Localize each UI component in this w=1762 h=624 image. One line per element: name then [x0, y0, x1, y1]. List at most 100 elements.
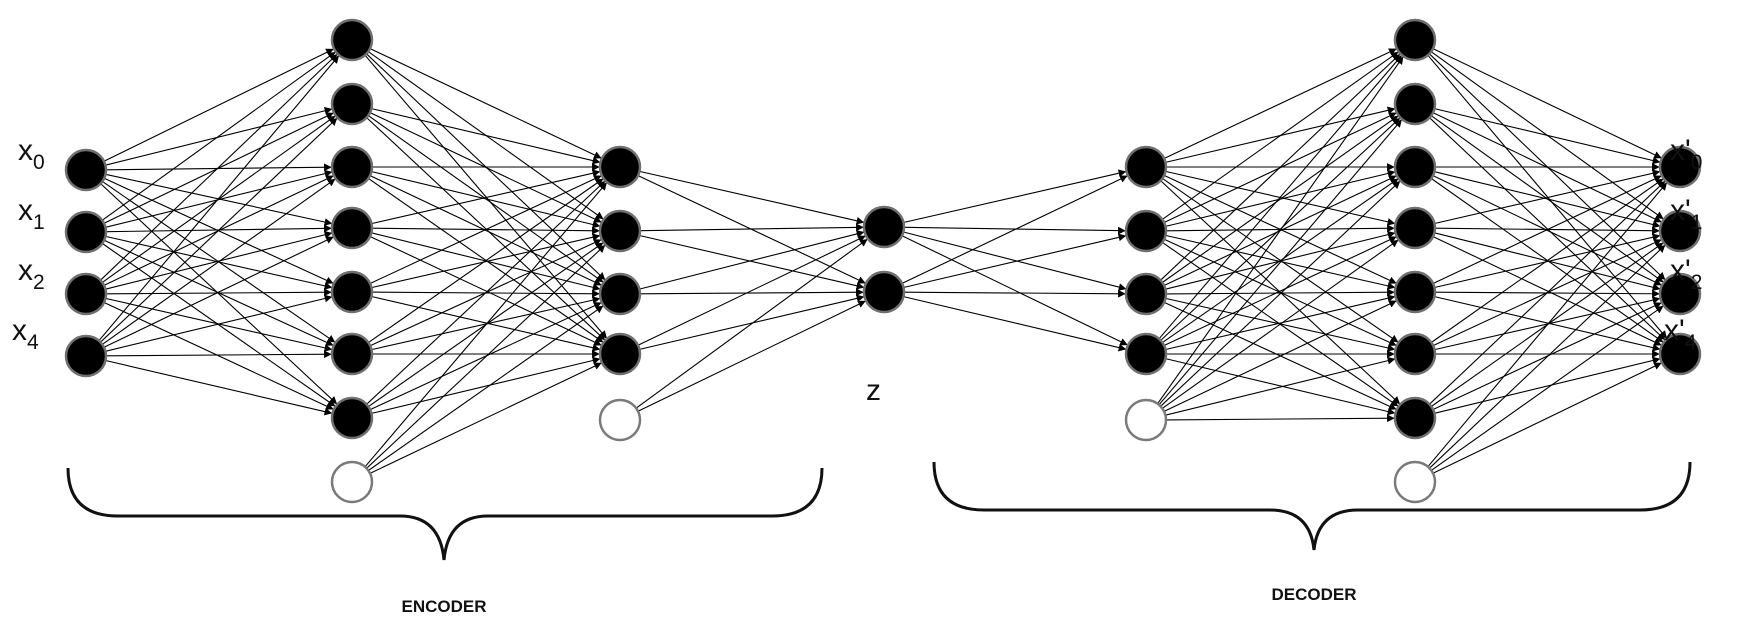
edge-latent-to-decoder-hidden-1: [903, 289, 1126, 298]
bias-neuron-decoder-hidden-1: [1124, 398, 1168, 442]
edge-input-to-encoder-hidden-1: [105, 350, 332, 359]
bias-neuron-decoder-hidden-2: [1393, 460, 1437, 504]
edge-encoder-hidden-1-to-encoder-hidden-2: [371, 169, 601, 225]
encoder-label: ENCODER: [401, 597, 486, 616]
edge-input-to-encoder-hidden-1: [103, 302, 334, 410]
input-label-x0: x0: [18, 134, 45, 174]
neuron-input-0: [64, 148, 108, 192]
neurons: [64, 18, 1702, 504]
neuron-latent-0: [862, 205, 906, 249]
edge-decoder-hidden-2-to-output: [1429, 180, 1666, 405]
neuron-decoder-hidden-2-5: [1393, 332, 1437, 376]
edge-latent-to-decoder-hidden-1: [903, 169, 1127, 224]
edge-latent-to-decoder-hidden-1: [901, 235, 1128, 346]
neuron-output-3: [1658, 332, 1702, 376]
neuron-encoder-hidden-1-5: [330, 332, 374, 376]
neuron-decoder-hidden-2-3: [1393, 206, 1437, 250]
edge-decoder-hidden-2-to-output: [1430, 178, 1664, 343]
edge-input-to-encoder-hidden-1: [105, 288, 332, 297]
neuron-encoder-hidden-1-0: [330, 18, 374, 62]
edge-decoder-hidden-2-to-output: [1432, 362, 1662, 474]
edge-encoder-hidden-1-to-encoder-hidden-2: [371, 295, 601, 352]
edge-input-to-encoder-hidden-1: [105, 359, 333, 416]
edge-encoder-hidden-1-to-encoder-hidden-2: [371, 171, 601, 229]
neuron-output-1: [1658, 209, 1702, 253]
edge-decoder-hidden-1-to-decoder-hidden-2: [1160, 53, 1401, 281]
edge-decoder-hidden-2-to-output: [1432, 48, 1662, 159]
edge-latent-to-decoder-hidden-1: [903, 233, 1127, 289]
edge-decoder-hidden-1-to-decoder-hidden-2: [1161, 51, 1399, 220]
neuron-encoder-hidden-1-6: [330, 396, 374, 440]
edge-decoder-hidden-2-to-output: [1427, 54, 1667, 339]
edge-encoder-hidden-1-to-encoder-hidden-2: [371, 233, 601, 289]
edge-input-to-encoder-hidden-1: [98, 55, 339, 342]
input-label-x1: x1: [18, 194, 45, 234]
edge-decoder-hidden-1-to-decoder-hidden-2: [1165, 414, 1395, 423]
encoder-brace: [66, 467, 824, 561]
edge-decoder-hidden-2-to-output: [1432, 236, 1662, 346]
edge-encoder-hidden-1-to-encoder-hidden-2: [366, 180, 606, 405]
neuron-encoder-hidden-1-3: [330, 206, 374, 250]
neuron-decoder-hidden-1-0: [1124, 145, 1168, 189]
edge-decoder-hidden-2-to-output: [1432, 175, 1662, 284]
neuron-decoder-hidden-2-6: [1393, 396, 1437, 440]
neuron-latent-1: [862, 270, 906, 314]
edge-decoder-hidden-1-to-decoder-hidden-2: [1165, 294, 1396, 351]
edge-encoder-hidden-2-to-latent: [637, 235, 866, 346]
edge-decoder-hidden-2-to-output: [1434, 356, 1661, 414]
edge-latent-to-decoder-hidden-1: [903, 226, 1126, 235]
edge-encoder-hidden-2-to-latent: [639, 223, 864, 232]
edge-input-to-encoder-hidden-1: [105, 231, 333, 290]
output-label-x4-prime: x'4: [1664, 314, 1697, 354]
neuron-encoder-hidden-2-3: [598, 332, 642, 376]
edge-input-to-encoder-hidden-1: [101, 178, 336, 345]
edge-input-to-encoder-hidden-1: [105, 107, 333, 166]
edge-encoder-hidden-2-to-latent: [635, 238, 868, 409]
neuron-encoder-hidden-1-4: [330, 270, 374, 314]
edge-decoder-hidden-1-to-decoder-hidden-2: [1163, 238, 1397, 346]
edge-decoder-hidden-1-to-decoder-hidden-2: [1163, 300, 1397, 412]
edge-latent-to-decoder-hidden-1: [901, 175, 1128, 284]
edge-decoder-hidden-1-to-decoder-hidden-2: [1158, 55, 1402, 340]
neuron-decoder-hidden-1-1: [1124, 209, 1168, 253]
edge-input-to-encoder-hidden-1: [100, 183, 338, 405]
neuron-output-0: [1658, 145, 1702, 189]
edge-decoder-hidden-1-to-decoder-hidden-2: [1163, 236, 1397, 346]
neuron-input-1: [64, 210, 108, 254]
neuron-decoder-hidden-2-0: [1393, 18, 1437, 62]
neuron-decoder-hidden-2-4: [1393, 270, 1437, 314]
edge-encoder-hidden-1-to-encoder-hidden-2: [364, 54, 607, 339]
edge-decoder-hidden-1-to-decoder-hidden-2: [1163, 48, 1397, 159]
bias-neuron-encoder-hidden-2: [598, 398, 642, 442]
edge-decoder-hidden-2-to-output: [1430, 305, 1664, 471]
neuron-input-3: [64, 334, 108, 378]
edge-decoder-hidden-2-to-output: [1434, 296, 1661, 352]
neuron-decoder-hidden-2-1: [1393, 82, 1437, 126]
decoder-brace: [932, 461, 1692, 551]
latent-label: z: [866, 374, 881, 407]
neuron-encoder-hidden-2-0: [598, 145, 642, 189]
neuron-encoder-hidden-1-1: [330, 82, 374, 126]
edge-encoder-hidden-2-to-latent: [639, 294, 865, 350]
edge-decoder-hidden-1-to-decoder-hidden-2: [1160, 117, 1401, 341]
edge-encoder-hidden-1-to-encoder-hidden-2: [369, 362, 602, 474]
edge-decoder-hidden-2-to-output: [1434, 171, 1661, 229]
edge-encoder-hidden-1-to-encoder-hidden-2: [368, 305, 604, 471]
edge-encoder-hidden-2-to-latent: [639, 234, 865, 290]
input-label-x2: x2: [18, 254, 45, 294]
edge-decoder-hidden-1-to-decoder-hidden-2: [1157, 56, 1404, 405]
edge-decoder-hidden-2-to-output: [1434, 233, 1661, 289]
edge-encoder-hidden-1-to-encoder-hidden-2: [366, 117, 606, 341]
edge-encoder-hidden-1-to-encoder-hidden-2: [368, 178, 604, 344]
neuron-encoder-hidden-2-2: [598, 272, 642, 316]
edge-encoder-hidden-2-to-latent: [639, 230, 865, 290]
output-label-x2-prime: x'2: [1670, 254, 1702, 294]
edge-latent-to-decoder-hidden-1: [903, 231, 1127, 291]
edge-input-to-encoder-hidden-1: [103, 48, 334, 162]
edge-decoder-hidden-1-to-decoder-hidden-2: [1158, 119, 1402, 406]
edge-decoder-hidden-2-to-output: [1434, 296, 1661, 351]
edge-encoder-hidden-1-to-encoder-hidden-2: [371, 108, 601, 165]
edge-encoder-hidden-1-to-encoder-hidden-2: [371, 356, 601, 414]
edge-decoder-hidden-2-to-output: [1434, 169, 1661, 225]
